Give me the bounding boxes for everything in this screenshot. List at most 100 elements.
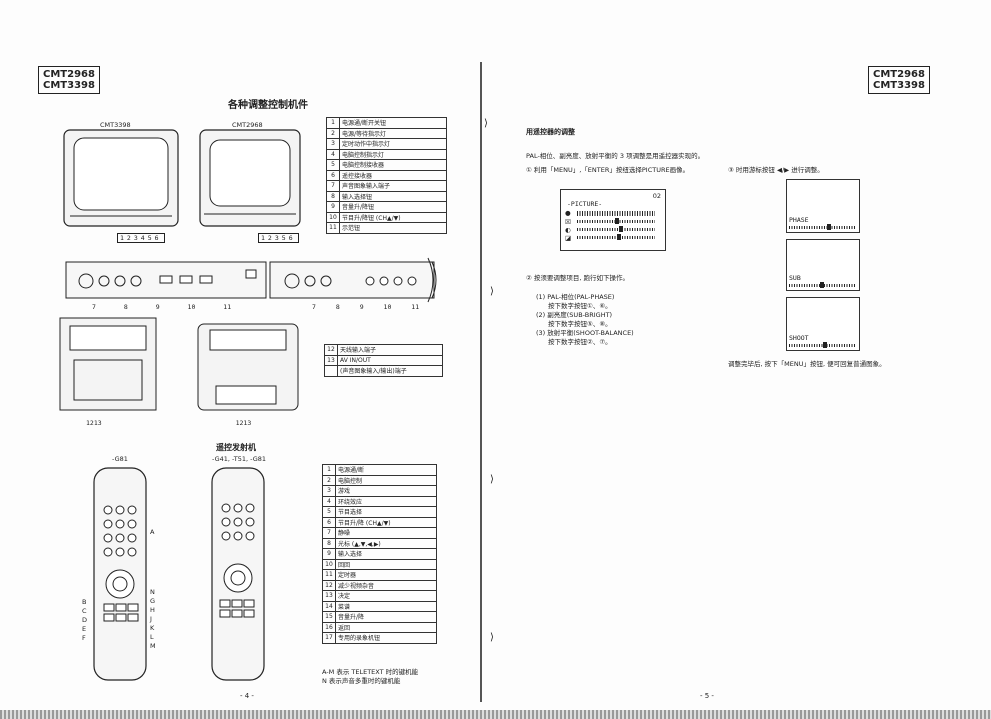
model-name-2: CMT3398 xyxy=(43,80,95,91)
remote-letter: C xyxy=(82,607,87,615)
item-line: (2) 副亮度(SUB-BRIGHT) xyxy=(536,311,613,319)
legend-text: 静噪 xyxy=(335,527,437,539)
legend-notes: A-M 表示 TELETEXT 时的键机能 N 表示声音多重时的键机能 xyxy=(322,668,418,686)
legend-text: AV IN/OUT xyxy=(337,354,443,366)
remote-letter: H xyxy=(150,606,155,614)
picture-title: -PICTURE- xyxy=(567,200,603,208)
picture-knob xyxy=(617,234,621,240)
legend-num: 3 xyxy=(322,485,336,497)
tv-illustrations xyxy=(59,129,437,681)
panel-knob xyxy=(823,342,828,348)
model-box-left: CMT2968 CMT3398 xyxy=(38,66,100,94)
picture-knob xyxy=(619,226,623,232)
legend-num: 5 xyxy=(326,159,340,171)
row-icon: ◪ xyxy=(565,234,572,242)
callout: 6 xyxy=(154,234,162,242)
panel-callouts-b: 7 8 9 10 11 xyxy=(312,303,419,311)
legend-text: 游戏 xyxy=(335,485,437,497)
callout: 2 xyxy=(126,234,134,242)
legend-row: (声音图象输入/输出)端子 xyxy=(324,365,443,377)
legend-num: 7 xyxy=(326,180,340,192)
legend-num: 5 xyxy=(322,506,336,518)
legend-num: 15 xyxy=(322,611,336,623)
adjust-panel-shoot: SHOOT xyxy=(786,297,860,351)
legend-text: 电脑控制指示灯 xyxy=(339,148,447,160)
callout: 13 xyxy=(243,419,252,427)
adjust-panel-phase: PHASE xyxy=(786,179,860,233)
callout: 3 xyxy=(133,234,141,242)
model-box-right: CMT2968 CMT3398 xyxy=(868,66,930,94)
picture-bar-3 xyxy=(577,228,655,231)
item-line: (3) 放射平衡(SHOOT-BALANCE) xyxy=(536,329,634,337)
legend-text: 声音图象输入端子 xyxy=(339,180,447,192)
legend-num: 14 xyxy=(322,600,336,612)
legend-num: 1 xyxy=(322,464,336,476)
binder-mark: ⟩ xyxy=(484,118,488,129)
legend-num: 12 xyxy=(324,344,338,356)
model-name-2: CMT3398 xyxy=(873,80,925,91)
page-title: 各种调整控制机件 xyxy=(228,100,308,111)
remote-letter: F xyxy=(82,634,86,642)
callout: 8 xyxy=(335,303,340,311)
remote-letters-right: N G H J K L M xyxy=(150,588,156,651)
legend-text: 音量升/降钮 xyxy=(339,201,447,213)
remote-letter: J xyxy=(150,615,152,623)
legend-num: 12 xyxy=(322,579,336,591)
remote-letter: K xyxy=(150,624,155,632)
legend-text: 返回 xyxy=(335,621,437,633)
legend-text: 输入选择 xyxy=(335,548,437,560)
panel-bar xyxy=(789,344,855,347)
legend-num: 11 xyxy=(322,569,336,581)
legend-num: 8 xyxy=(326,190,340,202)
front-callouts-b: 12356 xyxy=(258,233,299,243)
panel-callouts-a: 7 8 9 10 11 xyxy=(92,303,231,311)
row-icon: ☒ xyxy=(565,218,571,226)
panel-knob xyxy=(820,282,824,288)
legend-num: 3 xyxy=(326,138,340,150)
tv-label-b: CMT2968 xyxy=(232,121,263,129)
legend-num: 9 xyxy=(326,201,340,213)
remote-letter: N xyxy=(150,588,155,596)
legend-text: 减少视频杂音 xyxy=(335,579,437,591)
legend-num: 10 xyxy=(326,211,340,223)
left-page: CMT2968 CMT3398 各种调整控制机件 CMT3398 CMT2968 xyxy=(0,0,482,719)
legend-text: 菜谱 xyxy=(335,600,437,612)
remote-letter: E xyxy=(82,625,87,633)
picture-menu: 02 -PICTURE- ● ☒ ◐ ◪ xyxy=(560,189,666,251)
item-line: 按下数字按钮②、⑦。 xyxy=(548,338,612,346)
legend-text: 回回 xyxy=(335,558,437,570)
tv-label-a: CMT3398 xyxy=(100,121,131,129)
footer-text: 调整完毕后, 按下「MENU」按钮, 便可回复普通图象。 xyxy=(728,360,886,368)
model-name-1: CMT2968 xyxy=(43,69,95,80)
legend-num: 6 xyxy=(322,516,336,528)
legend-text: 定时动作中指示灯 xyxy=(339,138,447,150)
step-1: ① 利用「MENU」,「ENTER」按纽选择PICTURE画像。 xyxy=(526,166,690,174)
remote-sub-a: -G81 xyxy=(112,455,128,463)
adjust-panel-sub: SUB xyxy=(786,239,860,291)
callout: 2 xyxy=(267,234,275,242)
legend-text: 电源/等待指示灯 xyxy=(339,127,447,139)
panel-bar xyxy=(789,226,855,229)
legend-num: 13 xyxy=(324,354,338,366)
row-icon: ◐ xyxy=(565,226,571,234)
